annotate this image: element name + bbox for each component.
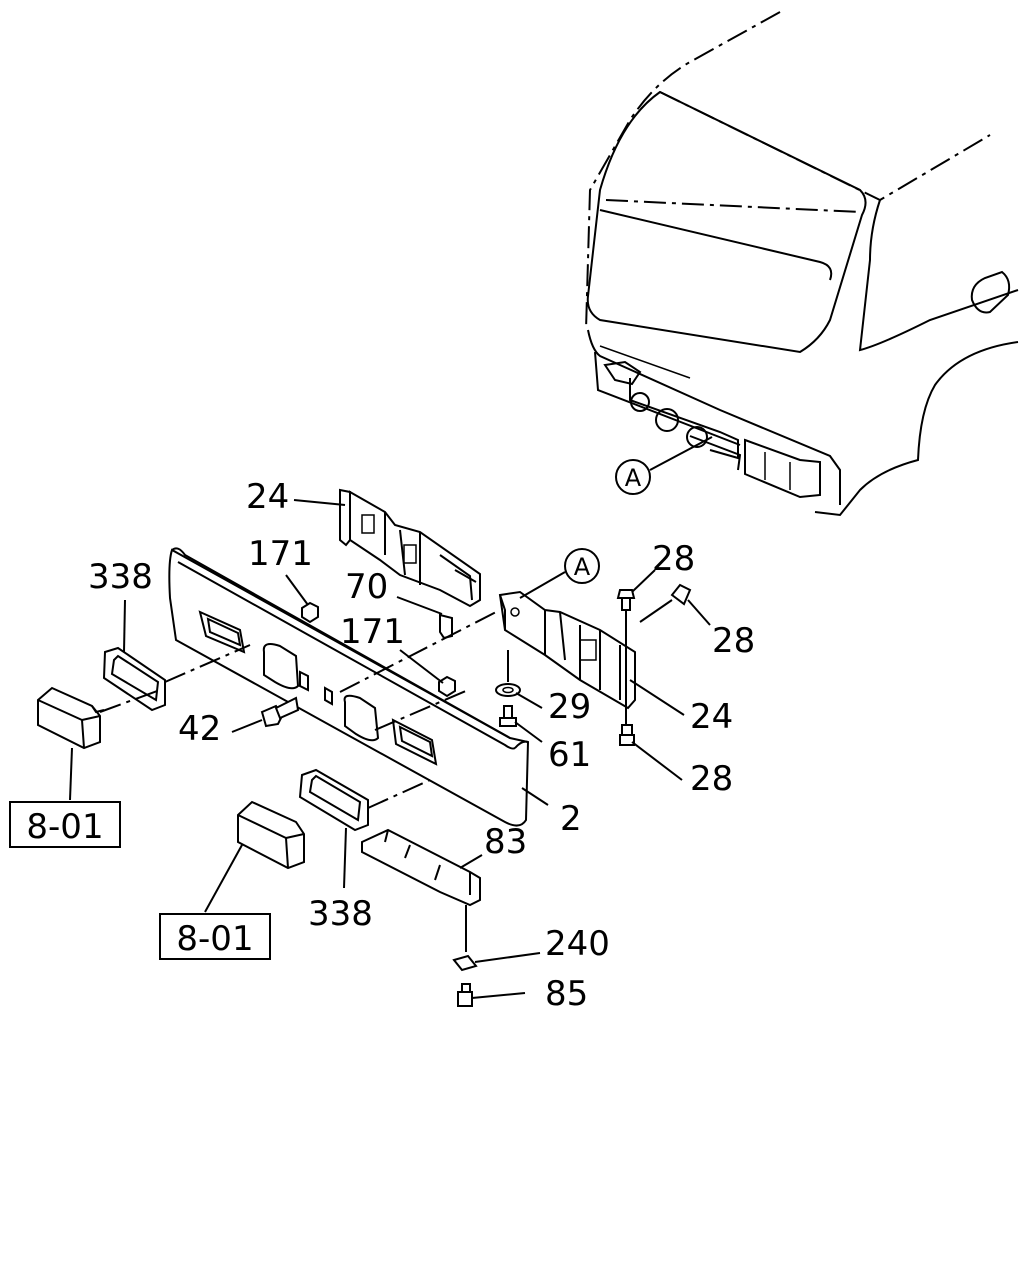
label-42: 42 — [178, 709, 221, 749]
lamp-bezel-upper — [102, 646, 166, 712]
label-85: 85 — [545, 974, 588, 1014]
vehicle-rear — [585, 11, 1019, 517]
label-28-bottom: 28 — [690, 759, 733, 799]
reference-text: 8-01 — [26, 807, 103, 847]
bracket-right — [498, 590, 636, 710]
label-240: 240 — [545, 924, 610, 964]
reference-box-lower: 8-01 — [159, 913, 271, 960]
reference-box-upper: 8-01 — [9, 801, 121, 848]
bolt-61 — [499, 705, 517, 727]
label-171-upper: 171 — [248, 534, 313, 574]
bolt-28-top — [616, 589, 636, 611]
label-28-side: 28 — [712, 621, 755, 661]
callout-a-vehicle: A — [615, 436, 713, 495]
label-28-top: 28 — [652, 539, 695, 579]
skid-plate — [361, 828, 481, 907]
callout-a-bracket: A — [519, 548, 600, 599]
lamp-bezel-lower — [298, 768, 369, 832]
reference-text: 8-01 — [176, 919, 253, 959]
label-338-upper: 338 — [88, 557, 153, 597]
callout-letter: A — [625, 464, 642, 492]
part-labels: 24 171 338 70 171 42 2 338 83 240 85 28 … — [88, 477, 755, 1014]
callout-letter: A — [574, 553, 591, 581]
lamp-lower — [237, 800, 305, 870]
bracket-left — [339, 488, 481, 608]
leader-lines — [69, 499, 711, 999]
label-24-lower: 24 — [690, 697, 733, 737]
label-338-lower: 338 — [308, 894, 373, 934]
nut-171-upper — [301, 601, 319, 624]
bolt-42 — [260, 696, 300, 728]
label-24-upper: 24 — [246, 477, 289, 517]
bolt-28-bottom — [619, 724, 635, 746]
label-83: 83 — [484, 822, 527, 862]
washer-29 — [495, 683, 521, 697]
lamp-upper — [37, 686, 105, 750]
label-61: 61 — [548, 735, 591, 775]
clip-240 — [452, 954, 478, 972]
bolt-28-side — [670, 583, 692, 606]
nut-171-lower — [438, 675, 456, 698]
label-171-lower: 171 — [340, 612, 405, 652]
label-29: 29 — [548, 687, 591, 727]
assembly-lines — [99, 599, 673, 952]
label-70: 70 — [345, 567, 388, 607]
bolt-85 — [457, 983, 473, 1007]
label-2: 2 — [560, 799, 582, 839]
